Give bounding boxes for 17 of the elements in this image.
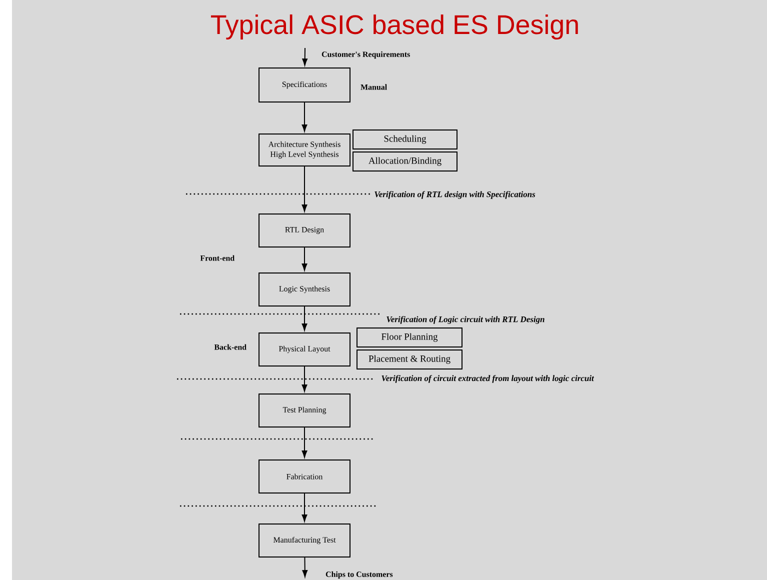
- arrow: [302, 102, 308, 132]
- arrow: [302, 306, 308, 331]
- arrow: [302, 557, 308, 578]
- arrow: [302, 427, 308, 458]
- sub-step-box: Floor Planning: [356, 328, 462, 348]
- arrow: [302, 48, 308, 66]
- sub-step-box: Allocation/Binding: [352, 152, 458, 172]
- verification-note: Verification of RTL design with Specifications: [373, 190, 536, 200]
- verification-note: Verification of circuit extracted from layout with logic circuit: [380, 374, 595, 384]
- arrow: [302, 366, 308, 392]
- arrow: [302, 166, 308, 212]
- arrow: [302, 247, 308, 271]
- sub-step-box: Scheduling: [352, 130, 458, 150]
- sub-step-box: Placement & Routing: [356, 350, 462, 370]
- title: Typical ASIC based ES Design: [210, 14, 578, 40]
- arrow: [302, 493, 308, 522]
- verification-note: Verification of Logic circuit with RTL Design: [385, 315, 546, 325]
